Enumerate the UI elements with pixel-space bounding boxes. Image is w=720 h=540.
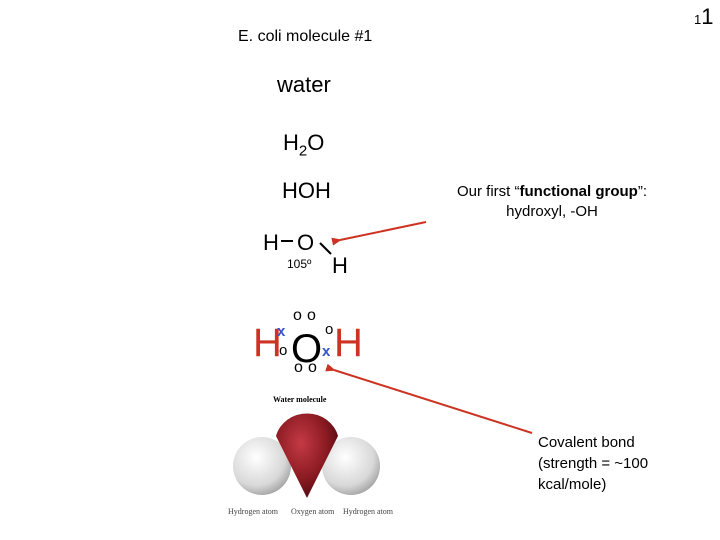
fg-suffix: ”: [637,183,647,200]
water-label: water [277,72,331,97]
lewis-dot-top-1: o [293,307,302,324]
lewis-x-left: x [277,323,286,340]
struct-o: O [297,230,314,255]
lewis-dot-top-2: o [307,307,316,324]
label-hydrogen-left: Hydrogen atom [228,507,279,516]
hydrogen-atom-right [322,437,380,495]
lewis-o: O [291,327,322,371]
fg-emphasis: functional group [519,183,638,200]
molecule-caption: Water molecule [273,395,327,404]
fg-line2: hydroxyl, -OH [506,203,598,220]
oxygen-atom [276,413,338,498]
hydrogen-atom-left [233,437,291,495]
cov-line3: kcal/mole) [538,476,607,493]
formula-subscript: 2 [298,142,308,160]
bond-angle-label: 105º [287,257,312,271]
slide-number: 11 [694,4,713,30]
lewis-dot-bottom-2: o [308,359,317,376]
fg-prefix: Our first “ [457,183,520,200]
cov-line1: Covalent bond [538,434,635,451]
structural-formula: H O H 105º [263,230,348,278]
lewis-h-right: H [334,321,363,365]
lewis-structure: H O H o o o o o o x x [253,307,363,376]
covalent-bond-note: Covalent bond (strength = ~100 kcal/mole… [538,432,698,495]
lewis-dot-right: o [325,321,333,338]
formula-o: O [307,130,325,155]
label-oxygen: Oxygen atom [291,507,335,516]
struct-bond-right [319,242,332,255]
lewis-dot-bottom-1: o [294,359,303,376]
lewis-x-right: x [322,343,331,360]
arrow-to-covalent-bond [325,363,533,434]
label-hydrogen-right: Hydrogen atom [343,507,394,516]
water-molecule-figure: Water molecule Hydrogen atom Oxygen atom… [228,395,394,516]
hoh-formula: HOH [282,178,331,203]
cov-line2: (strength = ~100 [538,455,649,472]
struct-h-right: H [332,253,348,278]
struct-h-left: H [263,230,279,255]
formula-h: H [283,130,299,155]
functional-group-note: Our first “functional group”: hydroxyl, … [442,182,662,222]
lewis-h-left: H [253,321,282,365]
lewis-dot-left: o [279,342,287,359]
slide-number-large: 1 [701,4,714,29]
slide-number-small: 1 [694,12,702,27]
arrow-to-hydroxyl [331,221,427,246]
water-formula: H2O [283,130,324,159]
slide-title: E. coli molecule #1 [238,28,373,45]
